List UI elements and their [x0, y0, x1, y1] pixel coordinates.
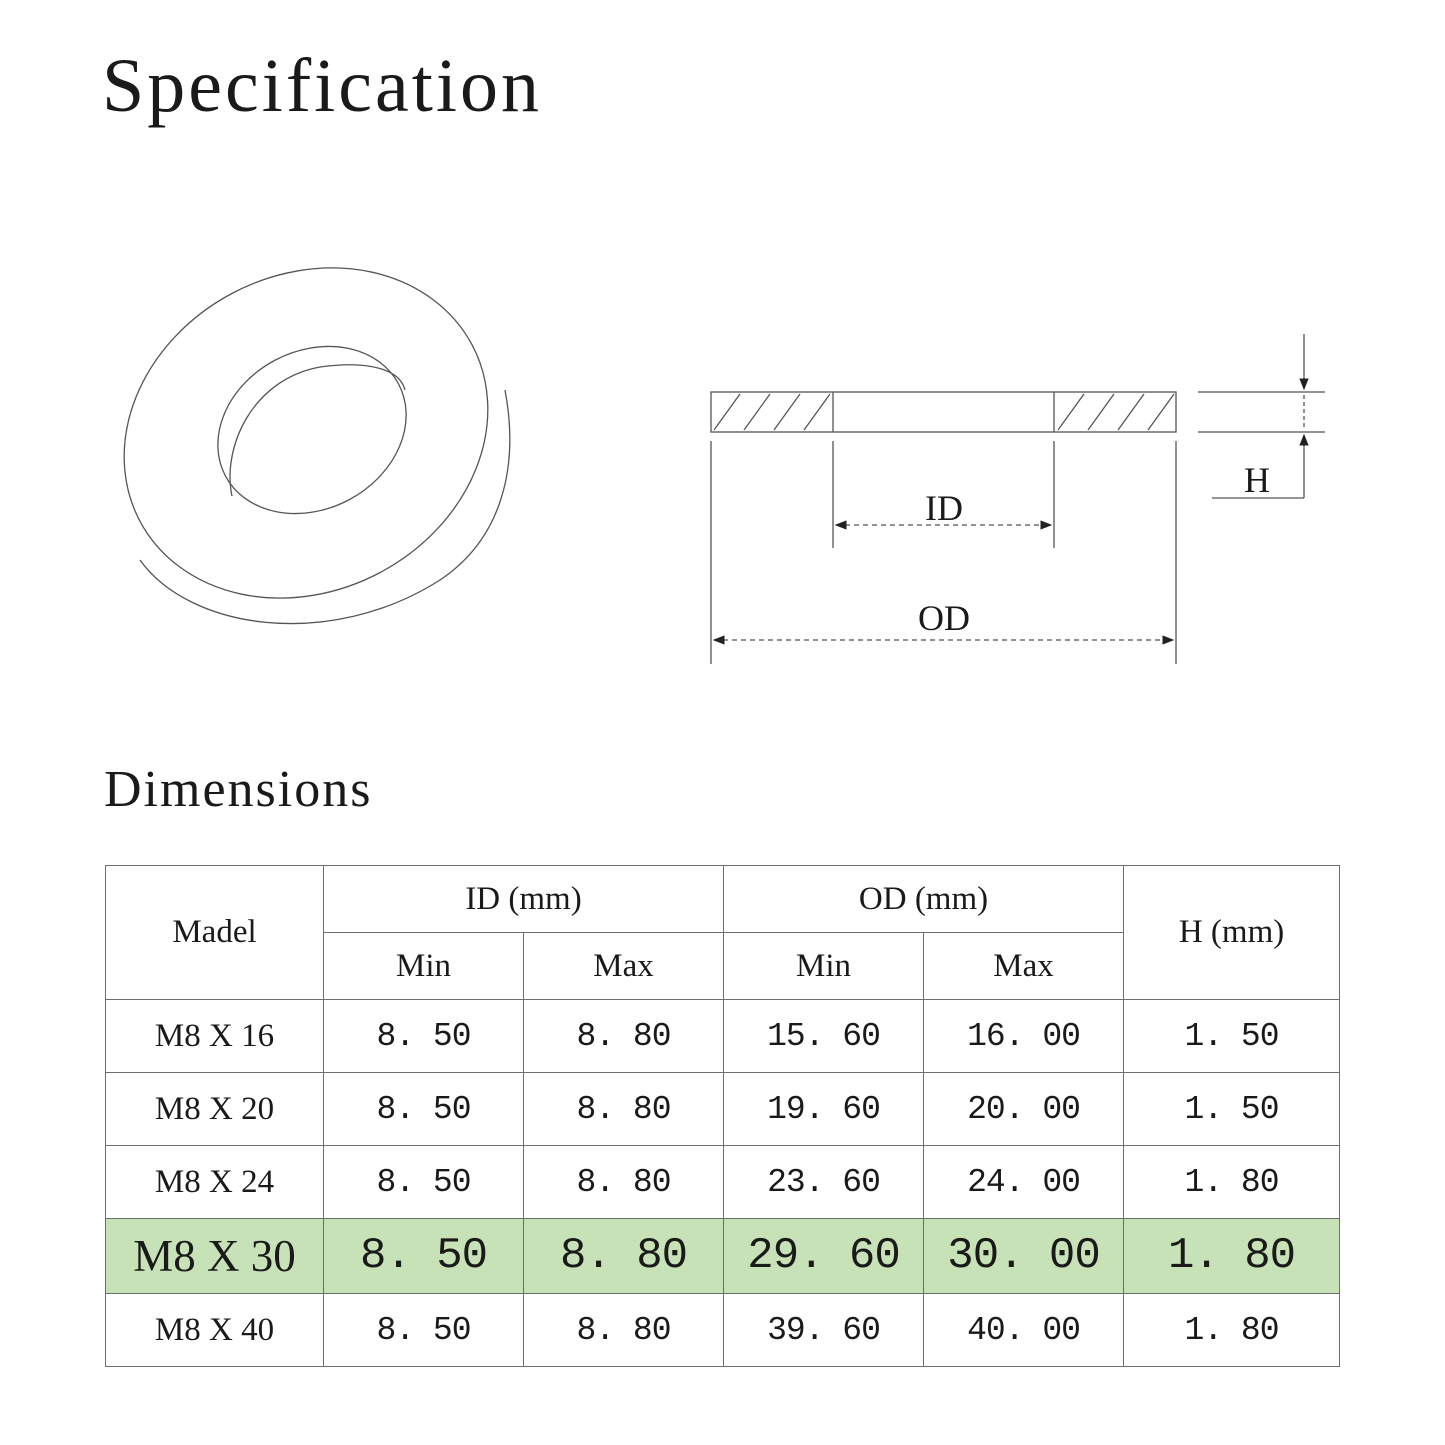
header-od-max: Max: [923, 932, 1125, 1000]
cell-h: 1. 80: [1123, 1293, 1341, 1367]
cell-id-min: 8. 50: [323, 1218, 524, 1294]
cell-od-max: 30. 00: [923, 1218, 1125, 1294]
cell-od-max: 40. 00: [923, 1293, 1125, 1367]
cell-od-min: 15. 60: [723, 999, 925, 1073]
table-subheader-row: Min Max Min Max: [106, 932, 1340, 1000]
header-id-max: Max: [522, 932, 725, 1000]
cell-h: 1. 50: [1123, 999, 1341, 1073]
table-header-row: Madel ID (mm) OD (mm) H (mm): [105, 865, 1341, 1000]
cell-id-max: 8. 80: [522, 1218, 725, 1294]
specification-drawing: ID OD H: [123, 267, 1325, 664]
dimensions-table: Madel ID (mm) OD (mm) H (mm) Min Max Min…: [105, 865, 1341, 1367]
cell-id-max: 8. 80: [522, 999, 725, 1073]
cell-model: M8 X 40: [105, 1293, 324, 1367]
od-label: OD: [918, 598, 970, 638]
cell-id-min: 8. 50: [323, 1293, 524, 1367]
washer-isometric-icon: [123, 267, 511, 625]
header-od-group: OD (mm): [723, 865, 1125, 933]
cell-h: 1. 80: [1123, 1145, 1341, 1219]
header-h: H (mm): [1123, 865, 1341, 1000]
cell-od-min: 29. 60: [723, 1218, 925, 1294]
cell-id-max: 8. 80: [522, 1293, 725, 1367]
cell-model: M8 X 24: [105, 1145, 324, 1219]
cell-id-max: 8. 80: [522, 1145, 725, 1219]
cell-model: M8 X 20: [105, 1072, 324, 1146]
washer-cross-section-icon: [710, 334, 1325, 664]
cell-od-min: 19. 60: [723, 1072, 925, 1146]
table-row: M8 X 16 8. 50 8. 80 15. 60 16. 00 1. 50: [105, 999, 1341, 1073]
cell-id-min: 8. 50: [323, 999, 524, 1073]
cell-h: 1. 50: [1123, 1072, 1341, 1146]
cell-od-max: 16. 00: [923, 999, 1125, 1073]
header-id-min: Min: [323, 932, 524, 1000]
cell-model: M8 X 30: [105, 1218, 324, 1294]
cell-id-max: 8. 80: [522, 1072, 725, 1146]
cell-od-max: 20. 00: [923, 1072, 1125, 1146]
header-model: Madel: [105, 865, 324, 1000]
id-label: ID: [925, 488, 963, 528]
cell-od-min: 23. 60: [723, 1145, 925, 1219]
cell-id-min: 8. 50: [323, 1072, 524, 1146]
cell-model: M8 X 16: [105, 999, 324, 1073]
h-label: H: [1244, 460, 1270, 500]
cell-od-min: 39. 60: [723, 1293, 925, 1367]
page-title: Specification: [102, 44, 542, 128]
table-row-highlighted: M8 X 30 8. 50 8. 80 29. 60 30. 00 1. 80: [105, 1218, 1341, 1294]
table-row: M8 X 24 8. 50 8. 80 23. 60 24. 00 1. 80: [105, 1145, 1341, 1219]
table-row: M8 X 20 8. 50 8. 80 19. 60 20. 00 1. 50: [105, 1072, 1341, 1146]
cell-id-min: 8. 50: [323, 1145, 524, 1219]
table-row: M8 X 40 8. 50 8. 80 39. 60 40. 00 1. 80: [105, 1293, 1341, 1367]
dimensions-title: Dimensions: [104, 761, 373, 818]
cell-h: 1. 80: [1123, 1218, 1341, 1294]
header-id-group: ID (mm): [322, 865, 725, 933]
cell-od-max: 24. 00: [923, 1145, 1125, 1219]
header-od-min: Min: [723, 932, 925, 1000]
